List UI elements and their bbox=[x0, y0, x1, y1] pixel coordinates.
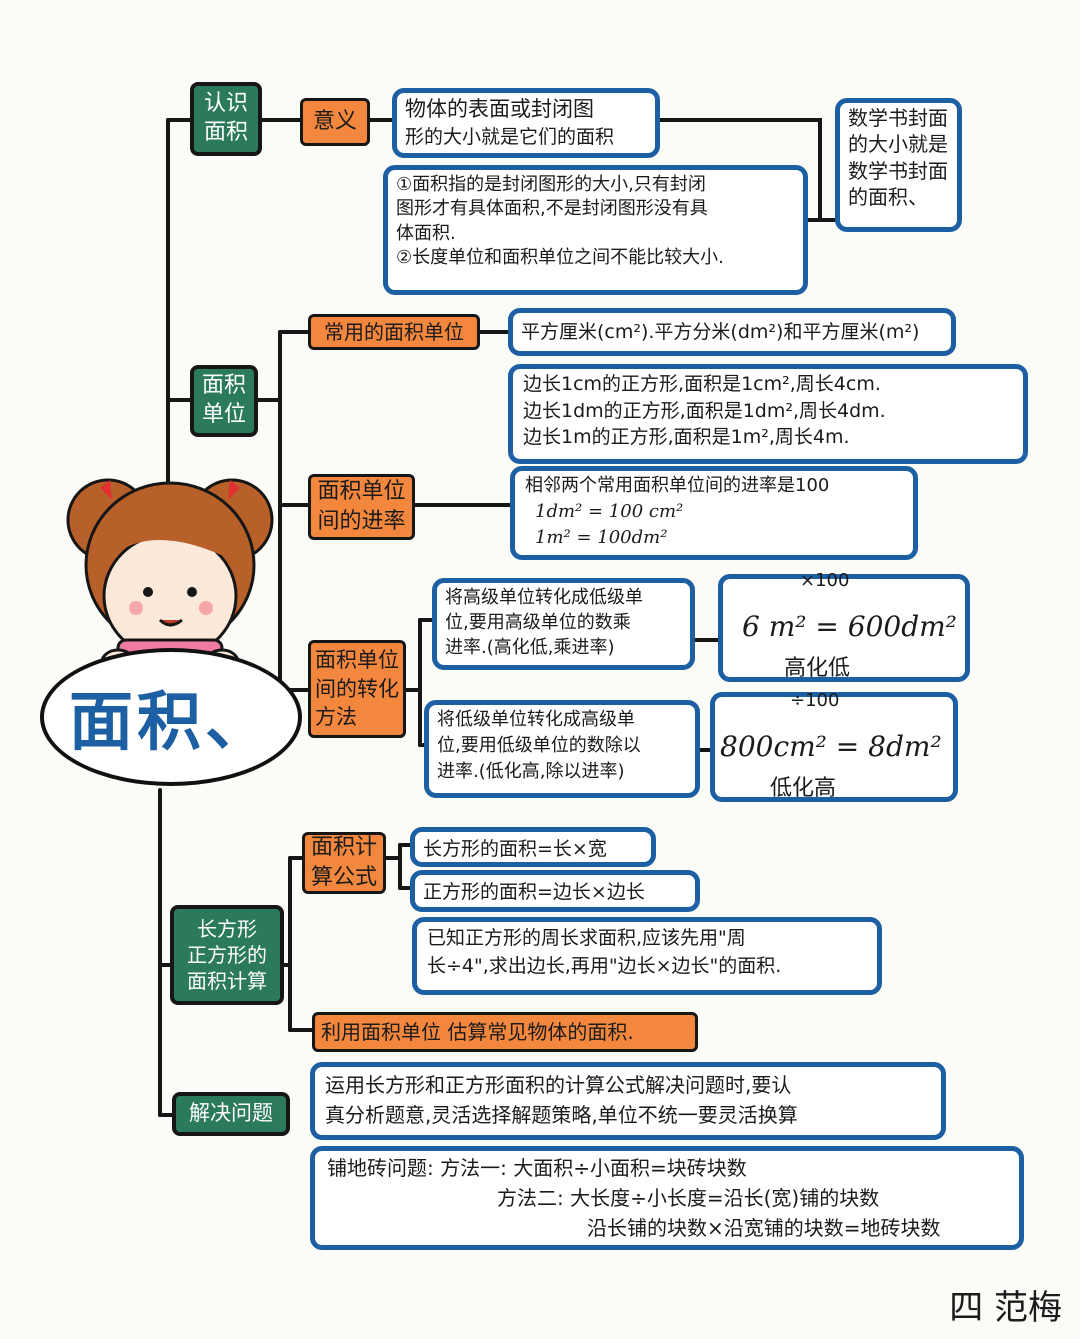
perimeter-note-box: 已知正方形的周长求面积,应该先用"周 长÷4",求出边长,再用"边长×边长"的面… bbox=[412, 917, 882, 995]
low-to-high-box: 将低级单位转化成高级单 位,要用低级单位的数除以 进率.(低化高,除以进率) bbox=[424, 700, 700, 798]
example-line-2: 的大小就是 bbox=[848, 132, 948, 157]
definition-line-1: 物体的表面或封闭图 bbox=[405, 97, 594, 121]
solve-advice-box: 运用长方形和正方形面积的计算公式解决问题时,要认 真分析题意,灵活选择解题策略,… bbox=[310, 1062, 946, 1140]
common-units-text: 平方厘米(cm²).平方分米(dm²)和平方厘米(m²) bbox=[521, 321, 920, 343]
title-ellipse: 面积、 bbox=[40, 648, 302, 786]
estimate-tag: 利用面积单位 估算常见物体的面积. bbox=[312, 1012, 698, 1052]
common-units-tag-text: 常用的面积单位 bbox=[324, 319, 464, 344]
square-formula-box: 正方形的面积=边长×边长 bbox=[410, 870, 700, 912]
rectangle-formula-text: 长方形的面积=长×宽 bbox=[423, 838, 607, 860]
definition-line-2: 形的大小就是它们的面积 bbox=[405, 125, 615, 148]
solve-advice-line-2: 真分析题意,灵活选择解题策略,单位不统一要灵活换算 bbox=[325, 1103, 798, 1127]
units-label-line-2: 单位 bbox=[201, 402, 246, 427]
example-line-3: 数学书封面 bbox=[848, 158, 948, 183]
high-to-low-example-box bbox=[718, 574, 970, 682]
high-low-formula: 6 m² = 600dm² bbox=[742, 610, 957, 643]
convert-tag-line-1: 面积单位 bbox=[315, 648, 399, 673]
conversion-rate-box: 相邻两个常用面积单位间的进率是100 1dm² = 100 cm² 1m² = … bbox=[510, 466, 918, 560]
definition-box: 物体的表面或封闭图 形的大小就是它们的面积 bbox=[392, 88, 660, 158]
convert-tag-line-3: 方法 bbox=[315, 705, 357, 730]
example-box: 数学书封面 的大小就是 数学书封面 的面积、 bbox=[835, 98, 962, 232]
formula-tag: 面积计算公式 bbox=[302, 832, 386, 894]
calc-label-line-3: 面积计算 bbox=[187, 969, 267, 993]
square-formula-text: 正方形的面积=边长×边长 bbox=[423, 881, 645, 903]
tile-problem-box: 铺地砖问题: 方法一: 大面积÷小面积=块砖块数 方法二: 大长度÷小长度=沿长… bbox=[310, 1146, 1024, 1250]
rate-m-dm: 1m² = 100dm² bbox=[535, 527, 668, 549]
low-high-formula: 800cm² = 8dm² bbox=[720, 730, 942, 763]
tile-method-2: 方法二: 大长度÷小长度=沿长(宽)铺的块数 bbox=[497, 1186, 880, 1210]
example-line-1: 数学书封面 bbox=[848, 106, 948, 130]
convert-tag-line-2: 间的转化 bbox=[315, 676, 399, 701]
rate-rule: 相邻两个常用面积单位间的进率是100 bbox=[525, 475, 830, 496]
conversion-method-tag: 面积单位间的转化方法 bbox=[308, 640, 406, 738]
high-low-line-2: 位,要用高级单位的数乘 bbox=[445, 612, 631, 634]
meaning-tag: 意义 bbox=[300, 98, 370, 146]
rect-square-area-node: 长方形正方形的面积计算 bbox=[170, 905, 284, 1005]
estimate-tag-text: 利用面积单位 估算常见物体的面积. bbox=[321, 1019, 634, 1044]
title-text: 面积、 bbox=[69, 686, 273, 760]
solve-label: 解决问题 bbox=[189, 1101, 273, 1126]
area-units-node: 面积单位 bbox=[190, 365, 258, 437]
meaning-tag-text: 意义 bbox=[312, 109, 357, 135]
girl-illustration bbox=[66, 478, 274, 676]
signature: 四 范梅 bbox=[949, 1288, 1062, 1328]
notes-line-2: 图形才有具体面积,不是封闭图形没有具 bbox=[396, 198, 708, 220]
unit-example-m: 边长1m的正方形,面积是1m²,周长4m. bbox=[523, 426, 850, 449]
high-low-caption: 高化低 bbox=[784, 656, 851, 681]
low-high-caption: 低化高 bbox=[770, 776, 837, 801]
recognize-label-line-2: 面积 bbox=[203, 120, 248, 145]
example-line-4: 的面积、 bbox=[848, 185, 928, 210]
rate-tag-line-1: 面积单位 bbox=[317, 479, 406, 505]
high-low-line-3: 进率.(高化低,乘进率) bbox=[445, 637, 615, 659]
units-label-line-1: 面积 bbox=[201, 373, 246, 399]
solve-advice-line-1: 运用长方形和正方形面积的计算公式解决问题时,要认 bbox=[325, 1073, 792, 1097]
tile-method-3: 沿长铺的块数×沿宽铺的块数=地砖块数 bbox=[587, 1216, 941, 1240]
calc-label-line-1: 长方形 bbox=[197, 917, 257, 941]
formula-tag-line-1: 面积计 bbox=[311, 835, 378, 861]
high-to-low-box: 将高级单位转化成低级单 位,要用高级单位的数乘 进率.(高化低,乘进率) bbox=[432, 578, 695, 670]
high-low-arrow-label: ×100 bbox=[800, 570, 850, 591]
unit-examples-box: 边长1cm的正方形,面积是1cm²,周长4cm. 边长1dm的正方形,面积是1d… bbox=[508, 364, 1028, 464]
rate-dm-cm: 1dm² = 100 cm² bbox=[535, 501, 684, 523]
formula-tag-line-2: 算公式 bbox=[311, 865, 378, 890]
calc-label-line-2: 正方形的 bbox=[187, 943, 267, 967]
high-low-line-1: 将高级单位转化成低级单 bbox=[445, 587, 643, 608]
low-high-line-2: 位,要用低级单位的数除以 bbox=[437, 735, 641, 757]
tile-method-1: 铺地砖问题: 方法一: 大面积÷小面积=块砖块数 bbox=[327, 1156, 747, 1180]
low-to-high-example-box bbox=[710, 692, 958, 802]
rate-tag-line-2: 间的进率 bbox=[317, 509, 406, 534]
low-high-line-1: 将低级单位转化成高级单 bbox=[437, 709, 635, 730]
rectangle-formula-box: 长方形的面积=长×宽 bbox=[410, 827, 656, 867]
recognize-area-node: 认识面积 bbox=[190, 82, 262, 156]
low-high-line-3: 进率.(低化高,除以进率) bbox=[437, 761, 625, 783]
notes-line-1: ①面积指的是封闭图形的大小,只有封闭 bbox=[396, 174, 706, 195]
low-high-arrow-label: ÷100 bbox=[790, 690, 840, 711]
notes-line-3: 体面积. bbox=[396, 222, 456, 244]
perimeter-note-line-1: 已知正方形的周长求面积,应该先用"周 bbox=[427, 927, 746, 949]
notes-line-4: ②长度单位和面积单位之间不能比较大小. bbox=[396, 246, 724, 268]
common-units-tag: 常用的面积单位 bbox=[308, 314, 480, 350]
conversion-rate-tag: 面积单位间的进率 bbox=[308, 474, 415, 540]
notes-box: ①面积指的是封闭图形的大小,只有封闭 图形才有具体面积,不是封闭图形没有具 体面… bbox=[383, 165, 808, 295]
solve-problems-node: 解决问题 bbox=[172, 1092, 290, 1136]
common-units-box: 平方厘米(cm²).平方分米(dm²)和平方厘米(m²) bbox=[508, 308, 956, 356]
perimeter-note-line-2: 长÷4",求出边长,再用"边长×边长"的面积. bbox=[427, 954, 782, 977]
unit-example-dm: 边长1dm的正方形,面积是1dm²,周长4dm. bbox=[523, 399, 886, 422]
unit-example-cm: 边长1cm的正方形,面积是1cm²,周长4cm. bbox=[523, 373, 881, 395]
recognize-label-line-1: 认识 bbox=[203, 91, 248, 117]
